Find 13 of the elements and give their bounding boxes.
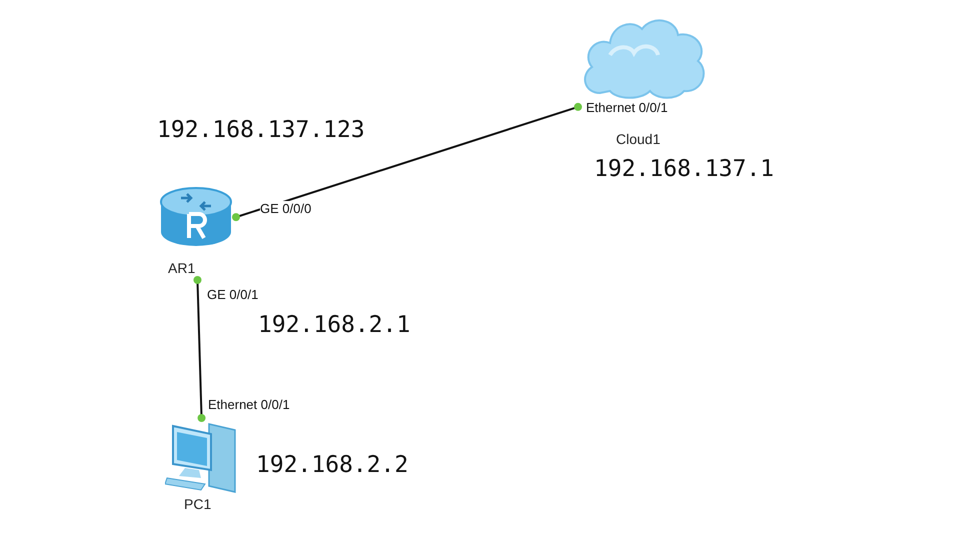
ip-address: 192.168.2.2 xyxy=(256,452,408,478)
port-label: Ethernet 0/0/1 xyxy=(208,397,290,412)
network-link xyxy=(232,102,582,222)
port-label: GE 0/0/0 xyxy=(260,201,312,216)
ip-address: 192.168.137.1 xyxy=(594,156,774,182)
ip-address: 192.168.137.123 xyxy=(157,117,365,143)
port-label: Ethernet 0/0/1 xyxy=(586,100,668,115)
device-name: PC1 xyxy=(184,496,212,512)
network-link xyxy=(193,276,206,422)
port-label: GE 0/0/1 xyxy=(207,287,258,302)
ip-address: 192.168.2.1 xyxy=(258,312,410,338)
device-name: AR1 xyxy=(168,260,196,276)
device-name: Cloud1 xyxy=(616,131,660,147)
